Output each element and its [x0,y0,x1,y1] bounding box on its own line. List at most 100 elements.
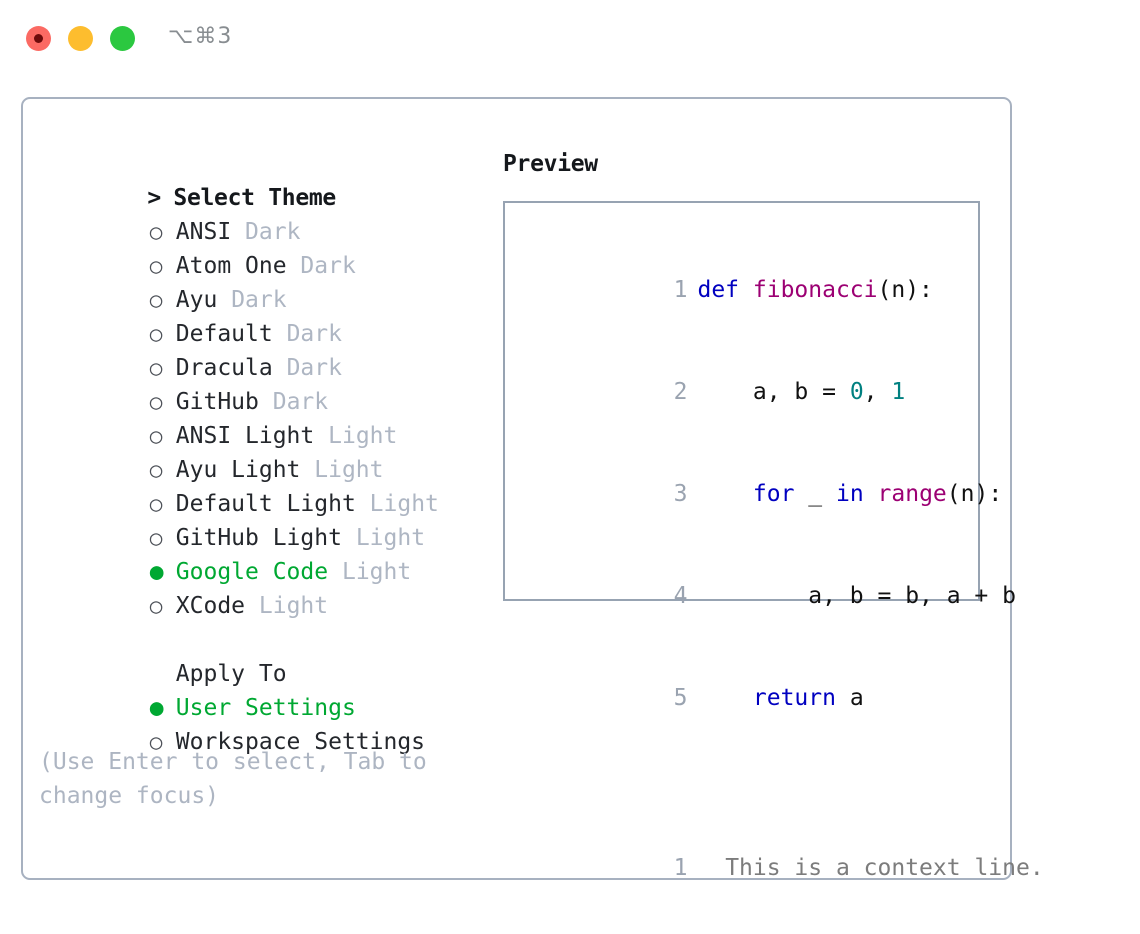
theme-item-name: XCode [175,593,246,619]
select-theme-heading: > Select Theme [39,147,469,211]
radio-unselected-icon: ○ [149,288,163,312]
theme-item-tag: Light [341,559,412,585]
line-number: 4 [673,583,688,609]
theme-item-default-light[interactable]: ○Default Light Light [39,453,469,517]
maximize-button[interactable] [110,26,135,51]
radio-selected-icon: ● [149,695,164,721]
heading-caret-icon: > [147,185,161,211]
radio-unselected-icon: ○ [149,424,163,448]
theme-item-name: Ayu Light [175,457,301,483]
code-token: a [835,685,864,711]
diff-marker [697,855,711,881]
close-button[interactable] [26,26,51,51]
theme-item-name: ANSI [175,219,232,245]
theme-item-name: Atom One [175,253,287,279]
code-blank-line [523,749,978,783]
window-title: ⌥⌘3 [168,24,233,49]
radio-unselected-icon: ○ [149,458,163,482]
code-token: , [863,379,892,405]
radio-unselected-icon: ○ [149,526,163,550]
code-token: _ [794,481,836,507]
code-blank-line [523,783,978,817]
radio-unselected-icon: ○ [149,730,163,754]
code-token [864,481,878,507]
code-token: a, b = [697,379,850,405]
apply-to-heading: Apply To [39,623,469,687]
radio-unselected-icon: ○ [149,594,163,618]
code-token: (n): [946,481,1003,507]
theme-item-ayu-light[interactable]: ○ Ayu Light Light [39,419,469,483]
theme-item-name: ANSI Light [175,423,315,449]
theme-item-tag: Dark [286,355,342,381]
radio-unselected-icon: ○ [149,492,163,516]
apply-option-label: Workspace Settings [175,729,426,755]
line-number: 3 [673,481,688,507]
code-line: 2 a, b = 0, 1 [523,341,978,443]
apply-to-heading-label: Apply To [175,661,287,687]
apply-option-workspace-settings[interactable]: ○ Workspace Settings [39,691,469,755]
code-line: 5 return a [523,647,978,749]
theme-item-xcode[interactable]: ○ XCode Light [39,555,469,619]
radio-unselected-icon: ○ [149,390,163,414]
line-number: 5 [673,685,688,711]
code-line: 3 for _ in range(n): [523,443,1003,545]
code-token: a, b = b, a + b [697,583,1016,609]
line-number: 1 [673,277,688,303]
theme-item-name: Dracula [175,355,273,381]
apply-to-indent [150,657,176,691]
theme-item-dracula[interactable]: ○ Dracula Dark [39,317,469,381]
theme-list-column: >Select Theme ○ANSI Dark ○Atom One Dark … [39,147,469,813]
theme-item-google-code[interactable]: ● Google Code Light [39,521,469,585]
apply-option-label: User Settings [175,695,356,721]
apply-option-user-settings[interactable]: ● User Settings [39,657,469,721]
theme-item-name: GitHub [175,389,259,415]
theme-picker-panel: >Select Theme ○ANSI Dark ○Atom One Dark … [21,97,1044,881]
theme-item-tag: Light [314,457,384,483]
radio-unselected-icon: ○ [149,220,163,244]
code-token [697,481,752,507]
title-bar: ⌥⌘3 [0,0,1140,78]
theme-item-name: Default [175,321,273,347]
theme-item-ayu[interactable]: ○ Ayu Dark [39,249,469,313]
radio-selected-icon: ● [149,559,164,585]
diff-text: This is a context line. [711,855,1044,881]
code-token: 1 [891,379,906,405]
line-number: 1 [673,855,688,881]
theme-item-name: GitHub Light [175,525,342,551]
radio-unselected-icon: ○ [149,356,163,380]
theme-item-atom-one[interactable]: ○ Atom One Dark [39,215,469,279]
code-token: for [752,481,795,507]
code-line: 1 def fibonacci(n): [523,239,978,341]
code-token: return [752,685,836,711]
theme-item-tag: Light [258,593,329,619]
keyboard-hint-text: (Use Enter to select, Tab to change focu… [39,749,441,809]
theme-item-ansi-light[interactable]: ○ ANSI Light Light [39,385,469,449]
diff-line-context: 1 This is a context line. [523,817,1044,919]
theme-item-tag: Dark [245,219,301,245]
code-token [697,685,752,711]
code-token: def [697,277,753,303]
theme-item-default[interactable]: ○ Default Dark [39,283,469,347]
theme-item-tag: Light [328,423,398,449]
theme-item-tag: Dark [272,389,329,415]
theme-item-tag: Dark [231,287,287,313]
minimize-button[interactable] [68,26,93,51]
code-token: in [835,481,864,507]
theme-item-github-light[interactable]: ○ GitHub Light Light [39,487,469,551]
theme-item-github[interactable]: ○ GitHub Dark [39,351,469,415]
theme-item-tag: Dark [286,321,342,347]
theme-item-tag: Light [355,525,426,551]
line-number: 2 [673,379,688,405]
radio-unselected-icon: ○ [149,322,163,346]
theme-item-tag: Light [369,491,439,517]
select-theme-heading-label: Select Theme [173,185,336,211]
theme-item-name: Ayu [175,287,218,313]
code-token: fibonacci [752,277,878,303]
theme-item-ansi[interactable]: ○ ANSI Dark [39,181,469,245]
code-token: 0 [849,379,864,405]
code-token: (n): [877,277,933,303]
theme-item-name: Google Code [175,559,329,585]
